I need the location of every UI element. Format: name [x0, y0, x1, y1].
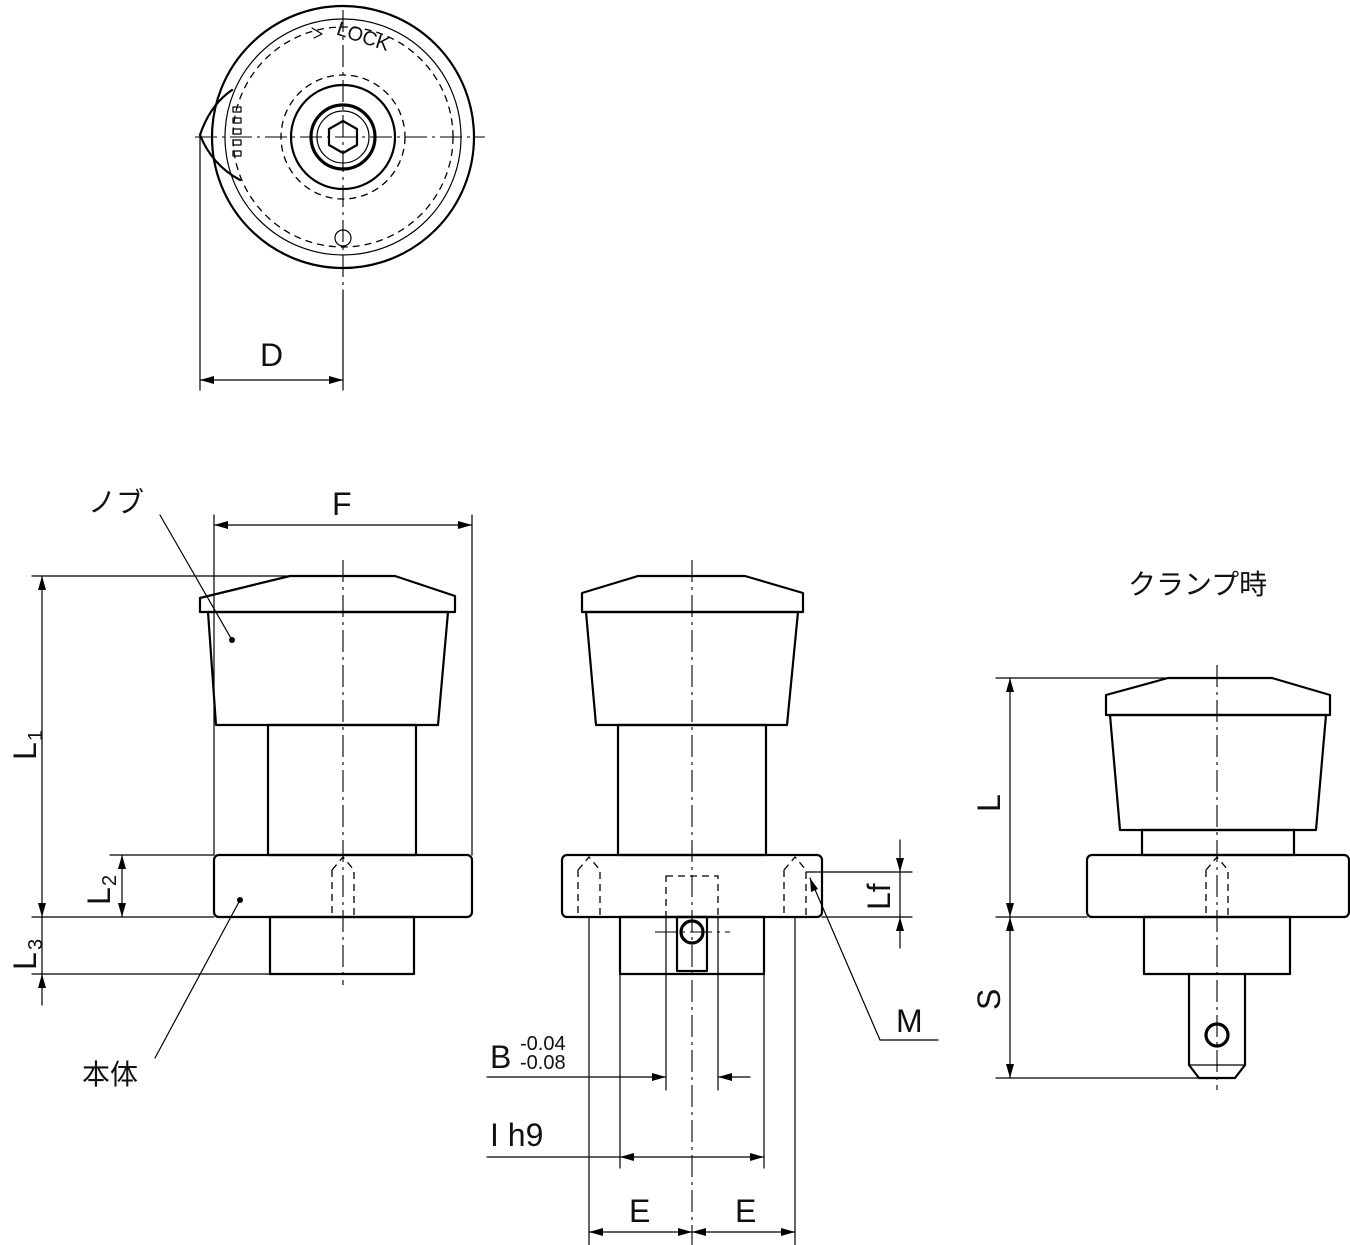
- svg-text:L: L: [7, 742, 43, 760]
- label-b-tol-upper: -0.04: [520, 1033, 566, 1055]
- label-s: S: [971, 989, 1007, 1010]
- label-knob: ノブ: [88, 486, 144, 519]
- label-l1: L 1: [7, 730, 47, 760]
- arrow-icon: [652, 1073, 666, 1081]
- label-l3-sub: 3: [25, 939, 47, 950]
- arrow-icon: [1006, 1064, 1014, 1078]
- knob-body: [584, 610, 800, 727]
- label-l2: L 2: [81, 875, 121, 905]
- svg-text:2: 2: [99, 875, 121, 886]
- shaft: [1140, 828, 1296, 857]
- arrow-icon: [718, 1073, 732, 1081]
- knob-cap: [1104, 676, 1332, 717]
- tapped-hole-right: [783, 855, 807, 917]
- top-view: LOCK D: [195, 4, 485, 391]
- arrow-icon: [620, 1153, 634, 1161]
- label-f: F: [332, 486, 352, 522]
- body-leader: [154, 899, 241, 1059]
- arrow-icon: [214, 521, 228, 529]
- arrow-icon: [678, 1228, 692, 1236]
- arrow-icon: [1006, 917, 1014, 931]
- knob-leader: [159, 514, 233, 641]
- arrow-icon: [896, 858, 904, 872]
- arrow-icon: [200, 376, 214, 384]
- left-side-view: F L 1 L 2 L 3 ノブ 本体: [7, 486, 474, 1091]
- arrow-icon: [781, 1228, 795, 1236]
- arrow-icon: [118, 903, 126, 917]
- lock-arrow-icon: [311, 27, 323, 39]
- arrow-icon: [1006, 678, 1014, 692]
- arrow-icon: [118, 855, 126, 869]
- label-b-tol-lower: -0.08: [520, 1052, 566, 1074]
- knob-body: [206, 610, 450, 727]
- label-i-h9: I h9: [490, 1117, 543, 1153]
- arrow-icon: [810, 878, 818, 892]
- scale-marks: [232, 106, 242, 157]
- label-d: D: [260, 337, 283, 373]
- arrow-icon: [38, 576, 46, 590]
- tapped-hole-hidden: [331, 855, 355, 917]
- label-lf: Lf: [861, 883, 897, 910]
- knob-cap: [198, 574, 457, 614]
- shaft: [266, 723, 418, 857]
- tapped-hole-hidden: [1205, 855, 1229, 917]
- label-clamped: クランプ時: [1128, 568, 1267, 601]
- arrow-icon: [692, 1228, 706, 1236]
- front-view: E E I h9 B -0.04 -0.08 Lf M: [486, 560, 939, 1245]
- label-m: M: [896, 1003, 923, 1039]
- label-l3: L: [7, 952, 43, 970]
- clamped-view: クランプ時 L S: [971, 568, 1350, 1090]
- lever-tab: [198, 88, 242, 182]
- label-body: 本体: [82, 1058, 138, 1091]
- label-b: B: [490, 1039, 511, 1075]
- m-leader: [809, 877, 939, 1041]
- svg-text:L: L: [81, 887, 117, 905]
- tapped-hole-left: [577, 855, 601, 917]
- arrow-icon: [589, 1228, 603, 1236]
- knob-cap: [580, 574, 805, 614]
- label-e-left: E: [629, 1193, 650, 1229]
- label-l: L: [971, 794, 1007, 812]
- arrow-icon: [458, 521, 472, 529]
- arrow-icon: [329, 376, 343, 384]
- leader-dot: [237, 897, 243, 903]
- arrow-icon: [38, 974, 46, 988]
- arrow-icon: [38, 903, 46, 917]
- bottom-stub: [268, 915, 416, 976]
- arrow-icon: [750, 1153, 764, 1161]
- svg-text:1: 1: [25, 730, 47, 741]
- label-e-right: E: [735, 1193, 756, 1229]
- main-body: [1085, 853, 1350, 919]
- arrow-icon: [1006, 903, 1014, 917]
- arrow-icon: [896, 917, 904, 931]
- knob-body: [1108, 713, 1328, 832]
- leader-dot: [229, 637, 235, 643]
